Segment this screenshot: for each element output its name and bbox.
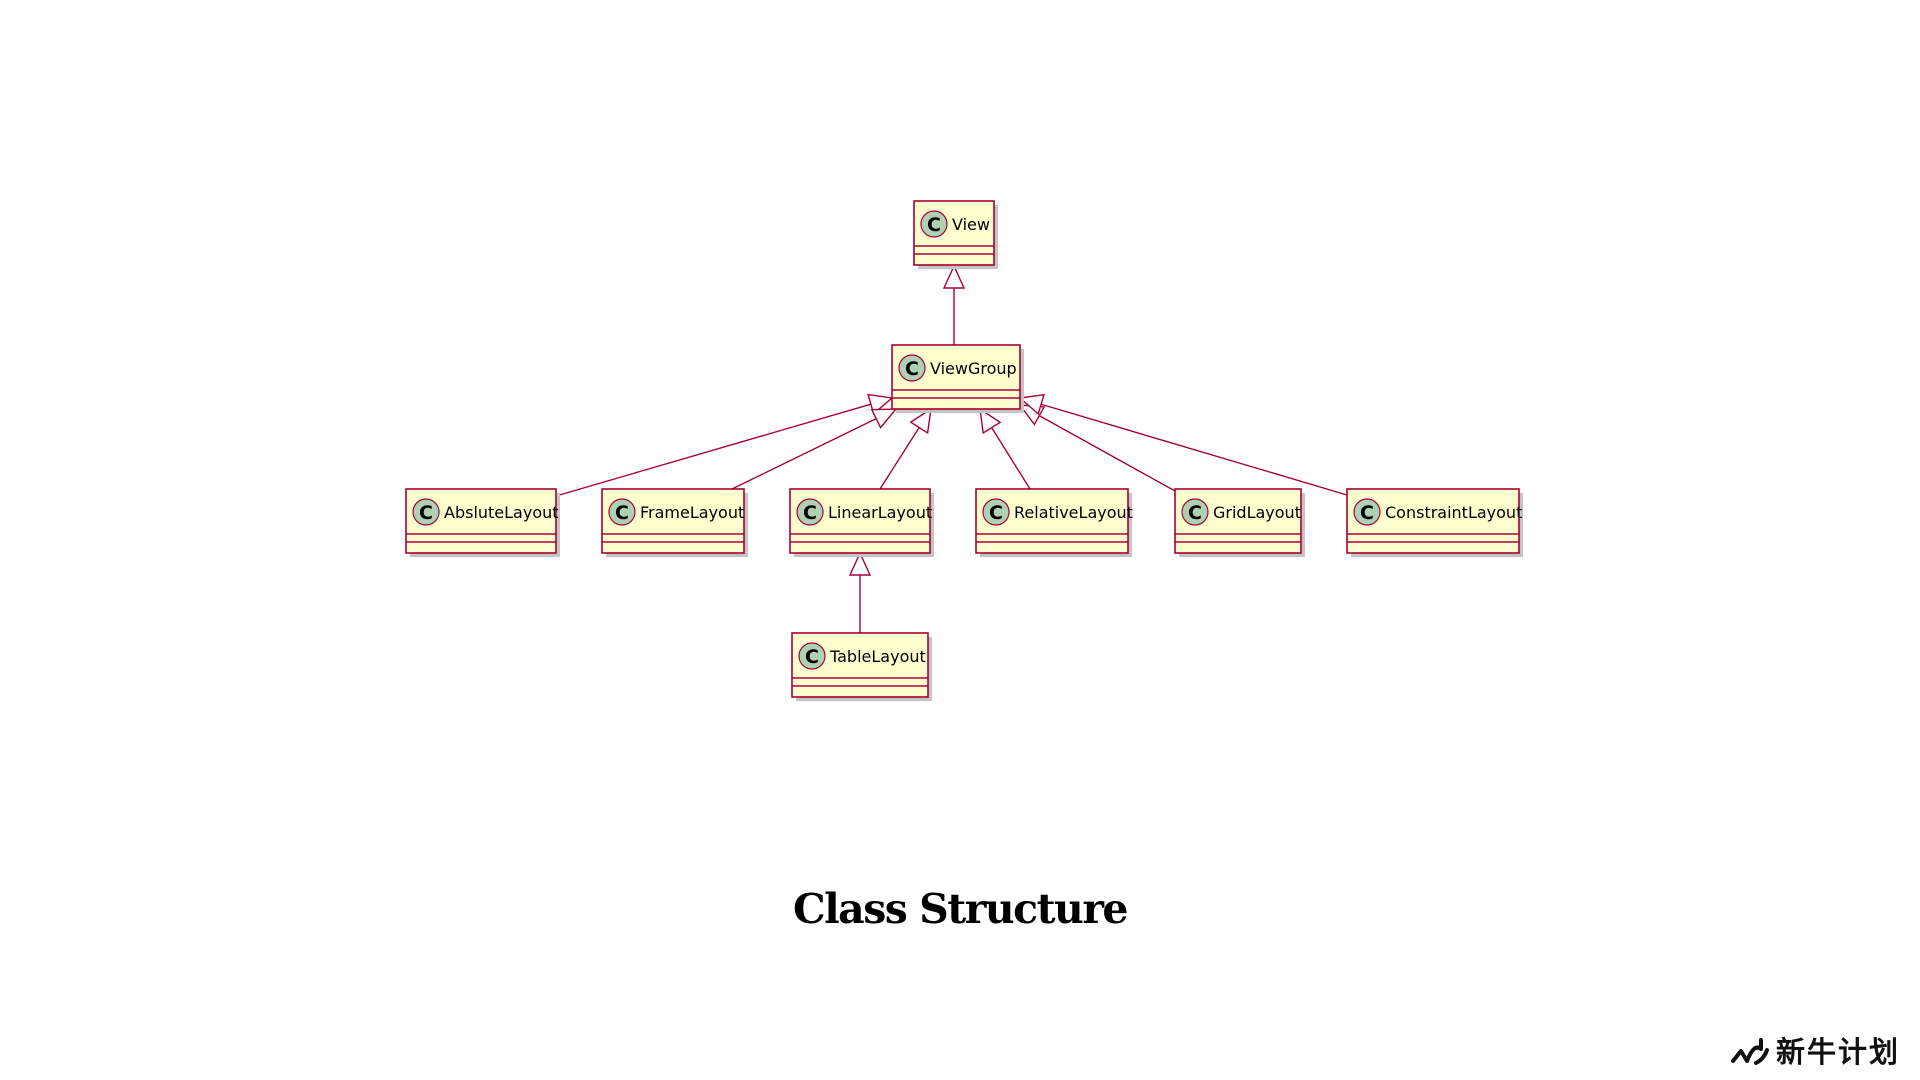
diagram-caption: Class Structure — [792, 885, 1129, 933]
stereotype-glyph: C — [1188, 502, 1202, 524]
class-stereotype-icon: C — [1181, 498, 1209, 526]
inheritance-view-group-to-view — [942, 264, 966, 345]
brand-name: 新牛计划 — [1775, 1035, 1900, 1069]
edge-line — [731, 418, 877, 490]
class-stereotype-icon: C — [798, 642, 826, 670]
brand-watermark: 新牛计划 — [1730, 1029, 1900, 1071]
inheritance-arrowhead — [848, 551, 872, 576]
inheritance-arrowhead — [1018, 393, 1045, 416]
class-stereotype-icon: C — [1353, 498, 1381, 526]
inheritance-arrowhead — [909, 407, 932, 435]
inheritance-abslute-layout-to-view-group — [555, 393, 894, 497]
inheritance-grid-layout-to-view-group — [1018, 404, 1176, 492]
stereotype-glyph: C — [615, 502, 629, 524]
class-stereotype-icon: C — [898, 354, 926, 382]
class-name: FrameLayout — [640, 503, 744, 522]
edge-line — [991, 427, 1031, 490]
class-name: ViewGroup — [930, 359, 1017, 378]
stereotype-glyph: C — [905, 358, 919, 380]
class-name: View — [952, 215, 990, 234]
stereotype-glyph: C — [805, 646, 819, 668]
stereotype-glyph: C — [803, 502, 817, 524]
stereotype-glyph: C — [927, 214, 941, 236]
class-box-relative-layout: C RelativeLayout — [975, 488, 1133, 557]
class-stereotype-icon: C — [982, 498, 1010, 526]
class-stereotype-icon: C — [412, 498, 440, 526]
inheritance-arrowhead — [942, 264, 966, 289]
stereotype-glyph: C — [419, 502, 433, 524]
class-name: AbsluteLayout — [444, 503, 559, 522]
inheritance-table-layout-to-linear-layout — [848, 551, 872, 633]
class-box-grid-layout: C GridLayout — [1174, 488, 1305, 557]
class-stereotype-icon: C — [796, 498, 824, 526]
stereotype-glyph: C — [989, 502, 1003, 524]
edge-line — [1040, 403, 1348, 496]
inheritance-edges — [555, 264, 1348, 633]
class-box-view-group: C ViewGroup — [891, 344, 1024, 413]
class-name: LinearLayout — [828, 503, 932, 522]
inheritance-constraint-layout-to-view-group — [1018, 393, 1348, 496]
class-stereotype-icon: C — [920, 210, 948, 238]
inheritance-relative-layout-to-view-group — [979, 407, 1031, 490]
class-box-abslute-layout: C AbsluteLayout — [405, 488, 560, 557]
xinniu-logo-icon — [1730, 1038, 1769, 1065]
inheritance-arrowhead — [870, 408, 898, 429]
inheritance-arrowhead — [979, 407, 1002, 435]
class-box-view: C View — [913, 200, 998, 269]
class-name: TableLayout — [829, 647, 926, 666]
class-box-constraint-layout: C ConstraintLayout — [1346, 488, 1523, 557]
class-box-frame-layout: C FrameLayout — [601, 488, 748, 557]
stereotype-glyph: C — [1360, 502, 1374, 524]
class-box-table-layout: C TableLayout — [791, 632, 932, 701]
class-name: ConstraintLayout — [1385, 503, 1522, 522]
class-box-linear-layout: C LinearLayout — [789, 488, 934, 557]
edge-line — [1038, 415, 1176, 492]
edge-line — [555, 403, 872, 497]
inheritance-frame-layout-to-view-group — [731, 408, 898, 490]
class-stereotype-icon: C — [608, 498, 636, 526]
inheritance-linear-layout-to-view-group — [879, 407, 932, 490]
edge-line — [879, 427, 920, 490]
class-name: GridLayout — [1213, 503, 1301, 522]
class-name: RelativeLayout — [1014, 503, 1133, 522]
